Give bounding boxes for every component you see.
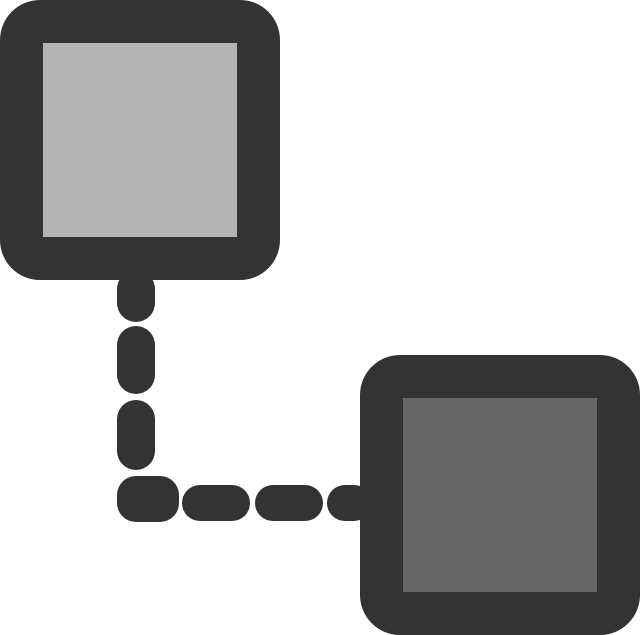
node-bottom-right bbox=[360, 355, 640, 635]
node-bottom-right-fill bbox=[403, 398, 597, 592]
connector-line bbox=[117, 270, 372, 522]
connector-segment bbox=[117, 270, 155, 322]
connector-segment bbox=[117, 400, 155, 470]
connector-corner bbox=[117, 476, 179, 522]
node-top-left-fill bbox=[43, 43, 237, 237]
node-top-left bbox=[0, 0, 280, 280]
connector-segment bbox=[182, 485, 250, 521]
connector-segment bbox=[117, 326, 155, 394]
connector-segment bbox=[255, 485, 323, 521]
